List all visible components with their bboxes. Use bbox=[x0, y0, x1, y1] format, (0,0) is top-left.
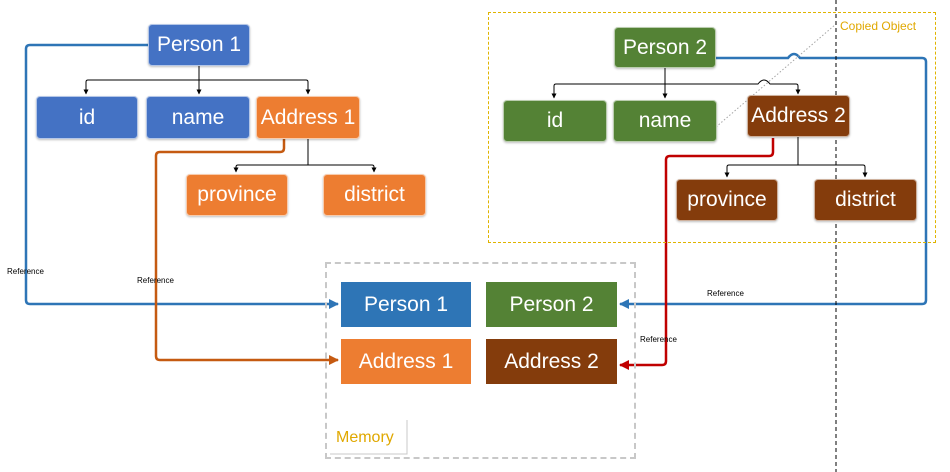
person1-node: Person 1 bbox=[148, 24, 250, 66]
reference-label-address2: Reference bbox=[640, 335, 677, 344]
reference-label-person1: Reference bbox=[7, 267, 44, 276]
tree-edge-person1-id bbox=[83, 66, 200, 95]
copied-object-region bbox=[488, 12, 936, 243]
memory-label: Memory bbox=[336, 429, 394, 446]
reference-arrow-person1 bbox=[24, 43, 339, 309]
person2-node: Person 2 bbox=[614, 27, 716, 68]
memory-region bbox=[325, 262, 636, 459]
memory-cell-address2: Address 2 bbox=[486, 339, 617, 384]
address1-province-field: province bbox=[186, 174, 288, 216]
address2-province-field: province bbox=[676, 179, 778, 221]
address2-node: Address 2 bbox=[747, 95, 850, 137]
reference-label-address1: Reference bbox=[137, 276, 174, 285]
tree-edge-address1-district bbox=[308, 164, 377, 173]
address1-district-field: district bbox=[323, 174, 426, 216]
reference-arrow-address1 bbox=[154, 138, 339, 365]
copied-object-label: Copied Object bbox=[840, 19, 917, 33]
address2-district-field: district bbox=[814, 179, 917, 221]
memory-cell-person2: Person 2 bbox=[486, 282, 617, 327]
person1-name-field: name bbox=[146, 96, 250, 139]
memory-cell-address1: Address 1 bbox=[341, 339, 471, 384]
memory-cell-person1: Person 1 bbox=[341, 282, 471, 327]
tree-edge-address1-province bbox=[233, 139, 309, 173]
person2-name-field: name bbox=[613, 100, 717, 142]
address1-node: Address 1 bbox=[256, 96, 360, 139]
memory-label-bracket bbox=[330, 420, 408, 455]
person2-id-field: id bbox=[503, 100, 607, 142]
reference-label-person2: Reference bbox=[707, 289, 744, 298]
tree-edge-person1-address1 bbox=[199, 79, 311, 95]
person1-id-field: id bbox=[36, 96, 138, 139]
